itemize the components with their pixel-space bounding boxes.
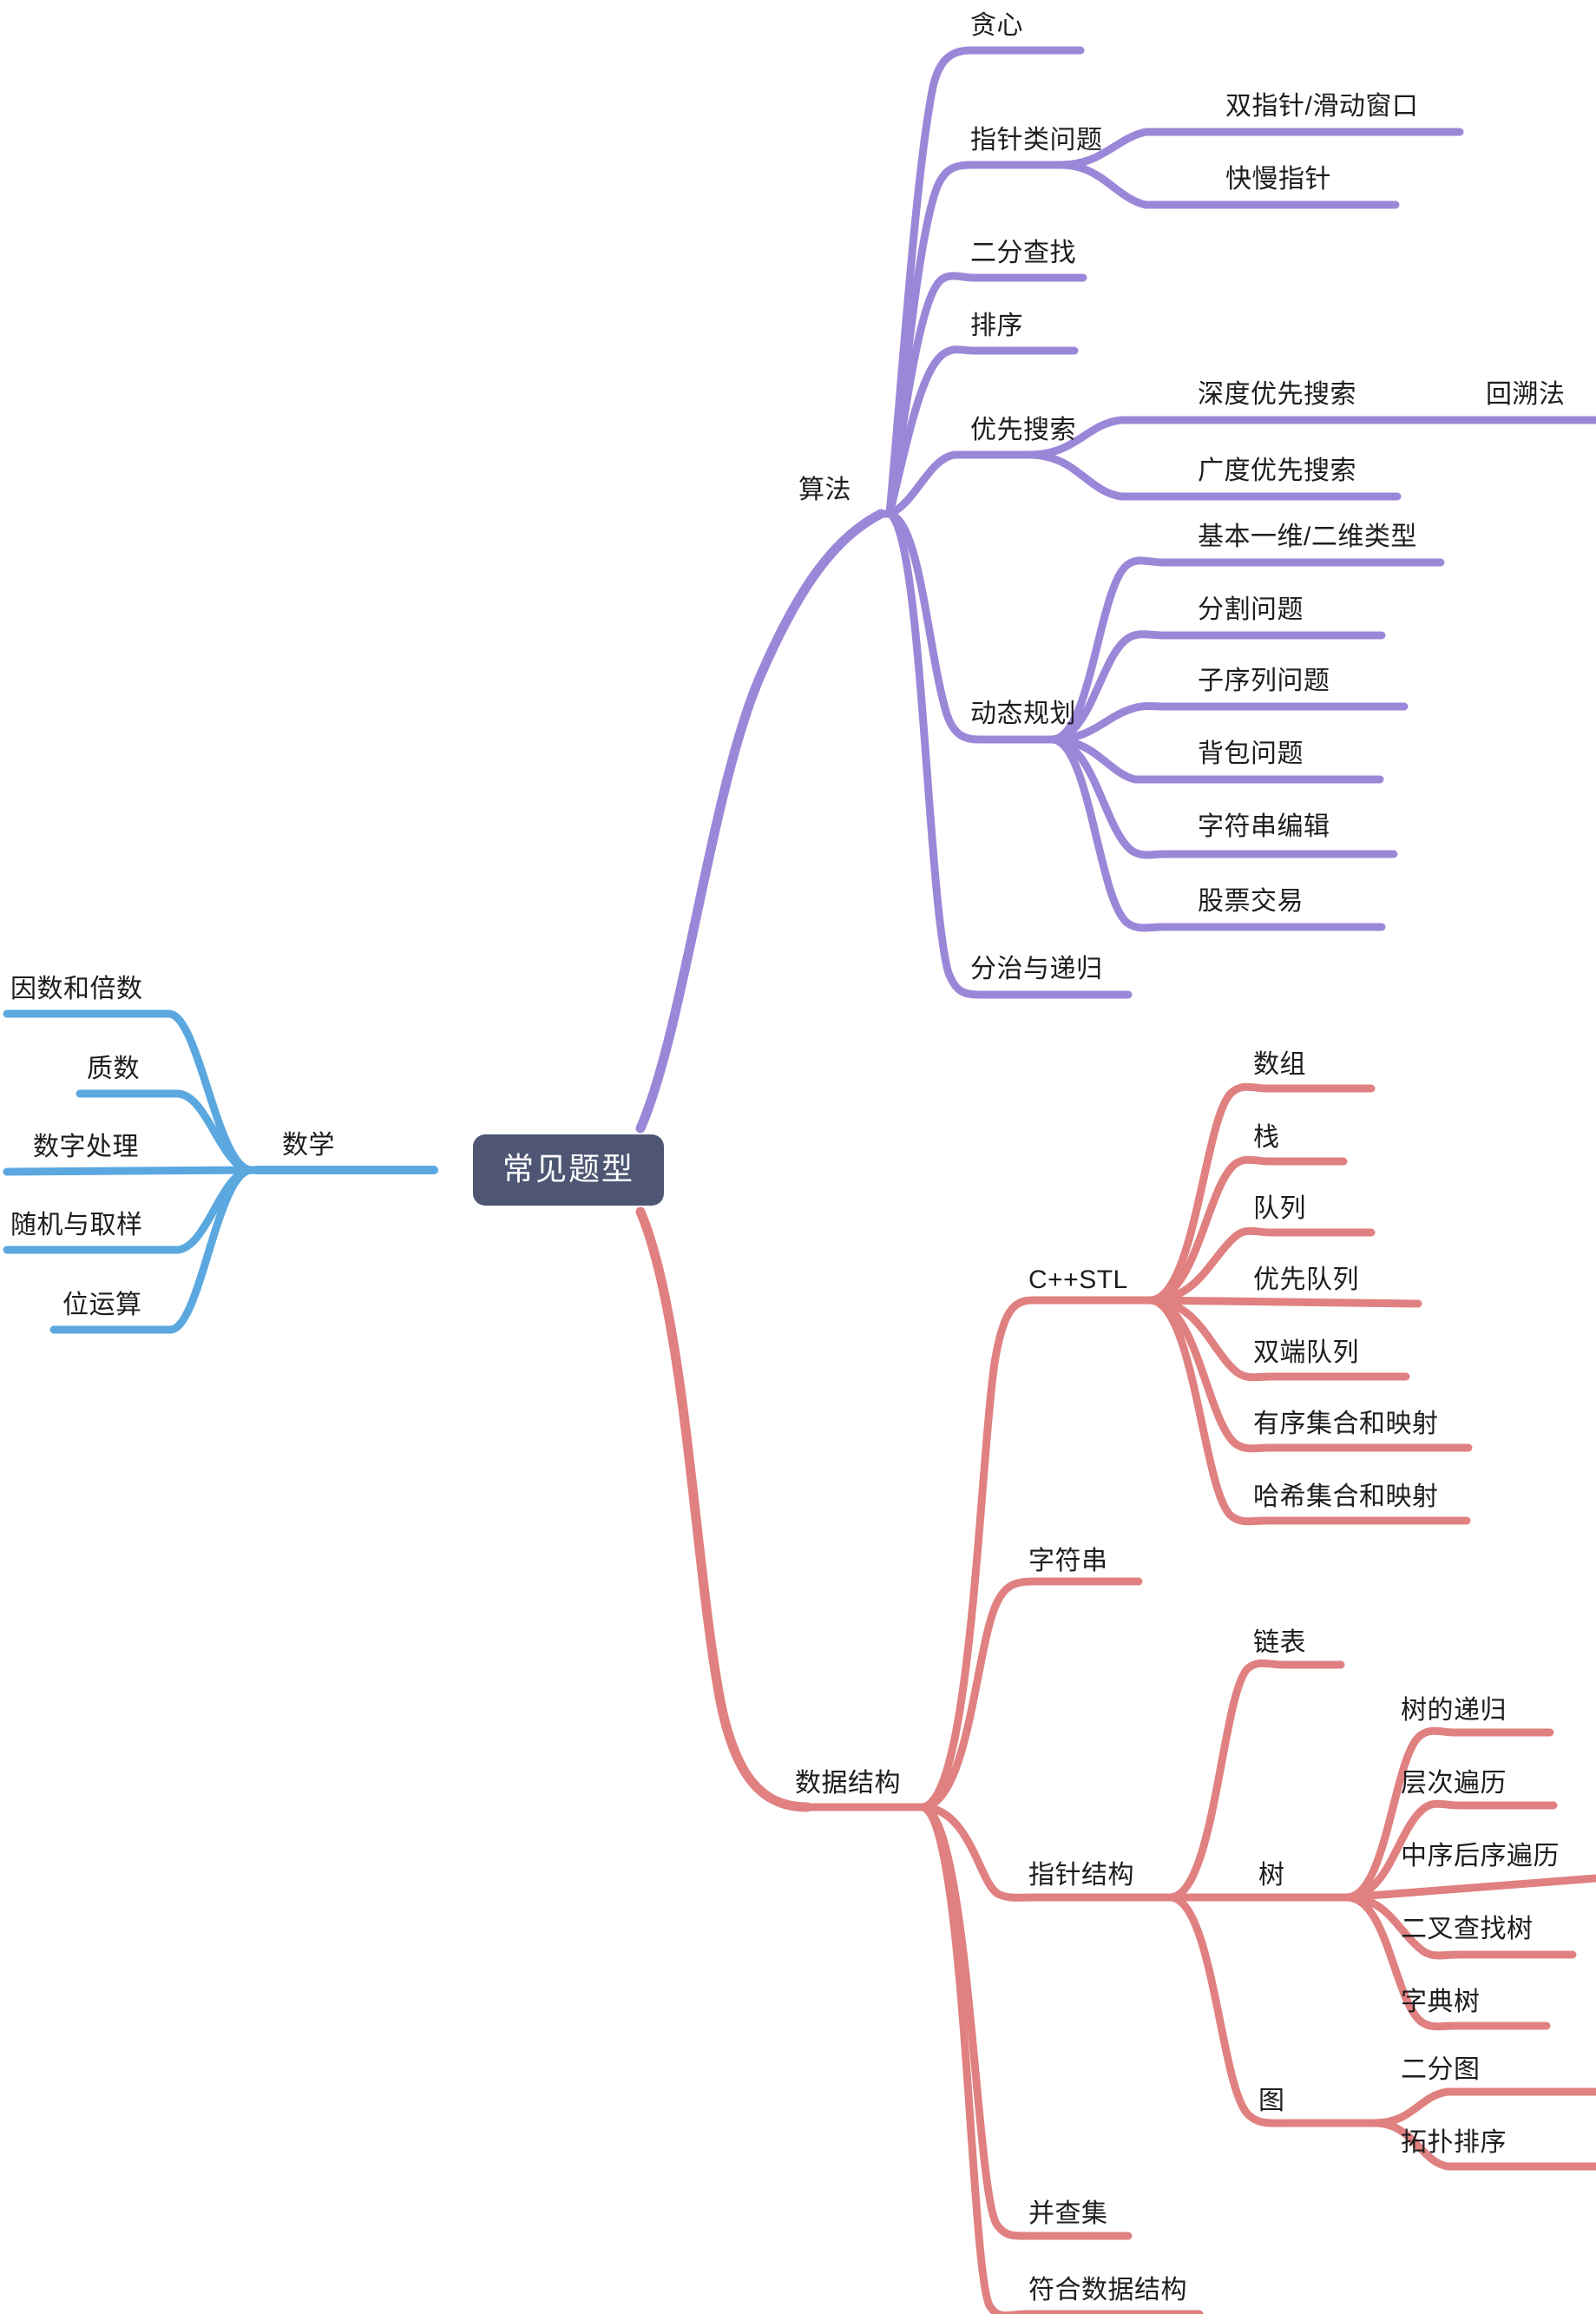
link-dp-basic [1048,556,1445,744]
node-label-prime-numbers[interactable]: 质数 [87,1055,140,1083]
node-label-factors-multiples[interactable]: 因数和倍数 [10,975,143,1003]
node-label-array[interactable]: 数组 [1253,1050,1306,1079]
link-stl-pqueue [1146,1296,1422,1308]
link-alg-search [885,450,1034,518]
node-label-bitwise-ops[interactable]: 位运算 [62,1291,142,1319]
node-label-composite-ds[interactable]: 符合数据结构 [1028,2276,1187,2304]
node-label-random-sampling[interactable]: 随机与取样 [10,1211,143,1239]
node-label-deque[interactable]: 双端队列 [1253,1338,1359,1367]
node-label-priority-queue[interactable]: 优先队列 [1253,1265,1359,1294]
node-label-backtracking[interactable]: 回溯法 [1486,380,1566,409]
node-label-in-post-order[interactable]: 中序后序遍历 [1401,1842,1560,1870]
node-label-priority-search[interactable]: 优先搜索 [970,416,1076,444]
link-graph-bipartite [1370,2087,1596,2127]
link-ds-string [917,1577,1143,1811]
node-label-graph[interactable]: 图 [1258,2087,1285,2115]
node-label-number-processing[interactable]: 数字处理 [33,1133,139,1161]
link-ptr-linkedlist [1166,1659,1345,1902]
node-label-dp-partition[interactable]: 分割问题 [1198,595,1304,624]
node-label-greedy[interactable]: 贪心 [970,11,1023,40]
node-label-dp-stock-trading[interactable]: 股票交易 [1198,887,1304,916]
link-alg-divide [885,509,1133,999]
node-label-bst[interactable]: 二叉查找树 [1401,1915,1534,1943]
node-label-string[interactable]: 字符串 [1028,1547,1108,1575]
math-branch-lines [3,1009,438,1334]
node-label-dfs[interactable]: 深度优先搜索 [1198,380,1356,409]
link-tree-inpost [1343,1874,1596,1902]
node-label-cpp-stl[interactable]: C++STL [1028,1265,1128,1294]
node-label-pointer-structure[interactable]: 指针结构 [1028,1861,1134,1890]
link-search-dfs [1025,416,1532,459]
link-tree-recursion [1343,1726,1554,1902]
branch-label-math[interactable]: 数学 [282,1131,335,1160]
link-math-numeric [3,1166,256,1176]
link-dp-subseq [1048,702,1409,744]
node-label-trie[interactable]: 字典树 [1401,1988,1481,2016]
node-label-topological-sort[interactable]: 拓扑排序 [1401,2128,1507,2157]
node-label-dp-subsequence[interactable]: 子序列问题 [1198,667,1330,695]
root-node[interactable]: 常见题型 [472,1134,665,1206]
node-label-bfs[interactable]: 广度优先搜索 [1198,457,1356,485]
node-label-dp-basic-1d-2d[interactable]: 基本一维/二维类型 [1198,523,1417,551]
node-label-two-pointer-window[interactable]: 双指针/滑动窗口 [1225,92,1419,121]
node-label-ordered-set-map[interactable]: 有序集合和映射 [1253,1410,1439,1438]
node-label-tree[interactable]: 树 [1258,1861,1285,1890]
node-label-binary-search[interactable]: 二分查找 [970,239,1076,267]
node-label-pointer-problems[interactable]: 指针类问题 [970,126,1103,154]
node-label-union-find[interactable]: 并查集 [1028,2199,1108,2228]
algorithm-branch-lines [635,46,1596,1134]
node-label-sorting[interactable]: 排序 [970,312,1023,340]
node-label-dynamic-programming[interactable]: 动态规划 [970,700,1076,728]
node-label-bipartite-graph[interactable]: 二分图 [1401,2055,1481,2084]
node-label-linked-list[interactable]: 链表 [1253,1628,1306,1657]
node-label-tree-recursion[interactable]: 树的递归 [1401,1696,1507,1725]
link-root-datastructure [635,1206,812,1812]
node-label-dp-string-edit[interactable]: 字符串编辑 [1198,812,1330,841]
branch-label-algorithm[interactable]: 算法 [798,476,851,504]
node-label-queue[interactable]: 队列 [1253,1194,1306,1223]
node-label-divide-recursion[interactable]: 分治与递归 [970,955,1103,983]
node-label-fast-slow-pointer[interactable]: 快慢指针 [1225,165,1331,194]
link-pointer-twoptr [1056,128,1464,169]
node-label-hash-set-map[interactable]: 哈希集合和映射 [1253,1482,1439,1511]
link-root-algorithm [635,509,886,1134]
node-label-level-order[interactable]: 层次遍历 [1401,1769,1507,1798]
branch-label-datastructure[interactable]: 数据结构 [795,1769,901,1798]
node-label-stack[interactable]: 栈 [1253,1123,1280,1152]
node-label-dp-knapsack[interactable]: 背包问题 [1198,740,1304,768]
